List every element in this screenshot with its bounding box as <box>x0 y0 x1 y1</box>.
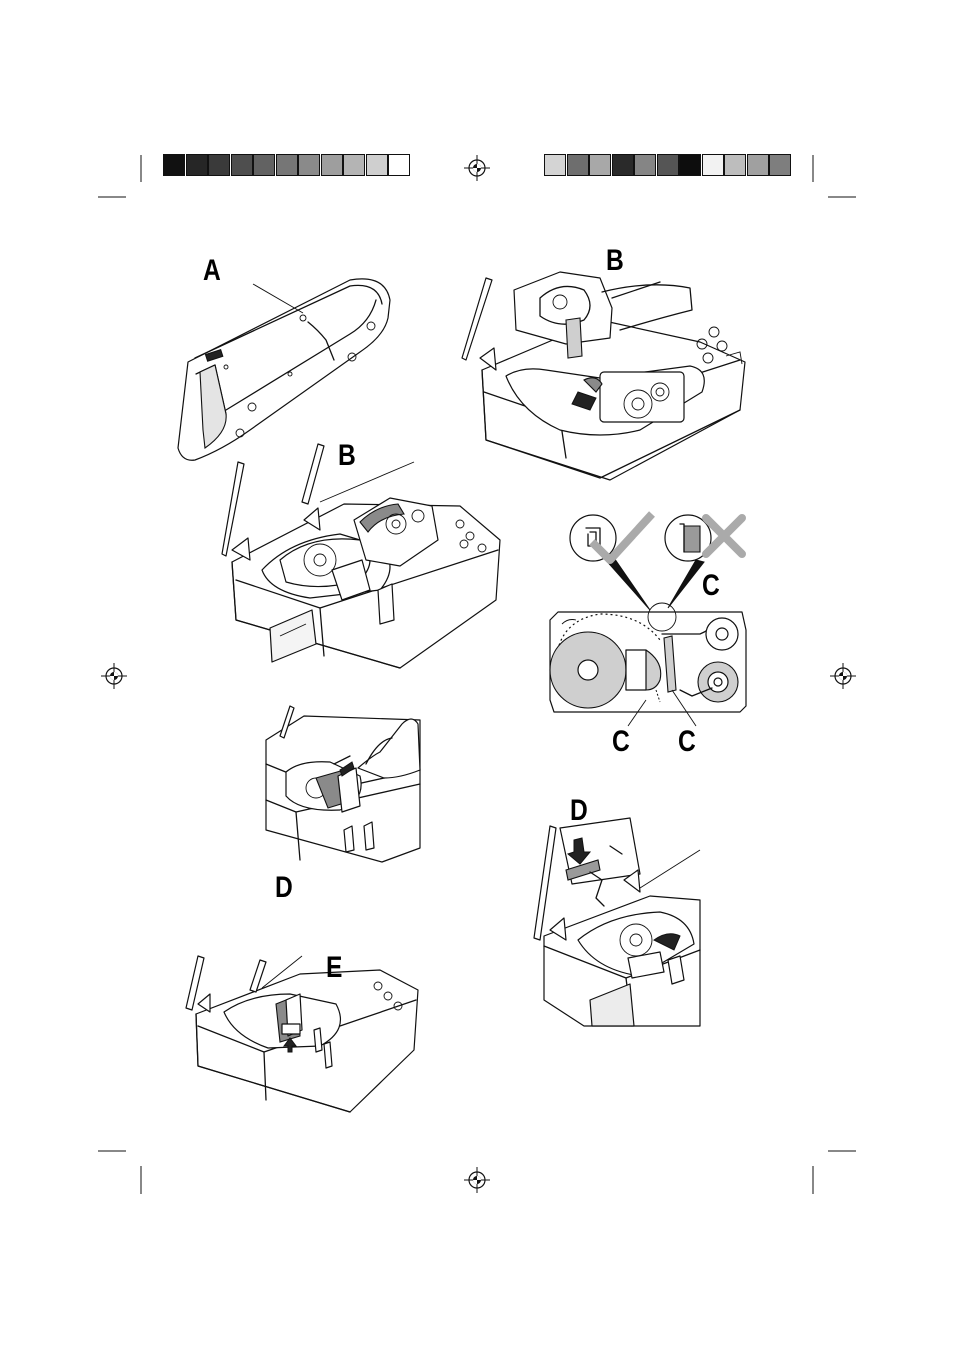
step-label-b-left: B <box>338 441 356 471</box>
step-label-d-left: D <box>275 873 293 903</box>
step-label-c-zoom: C <box>702 571 720 601</box>
step-label-a: A <box>203 256 221 286</box>
step-label-c-right: C <box>678 727 696 757</box>
step-label-e: E <box>326 953 342 983</box>
step-label-d-right: D <box>570 796 588 826</box>
step-label-b-top: B <box>606 246 624 276</box>
step-label-c-left: C <box>612 727 630 757</box>
